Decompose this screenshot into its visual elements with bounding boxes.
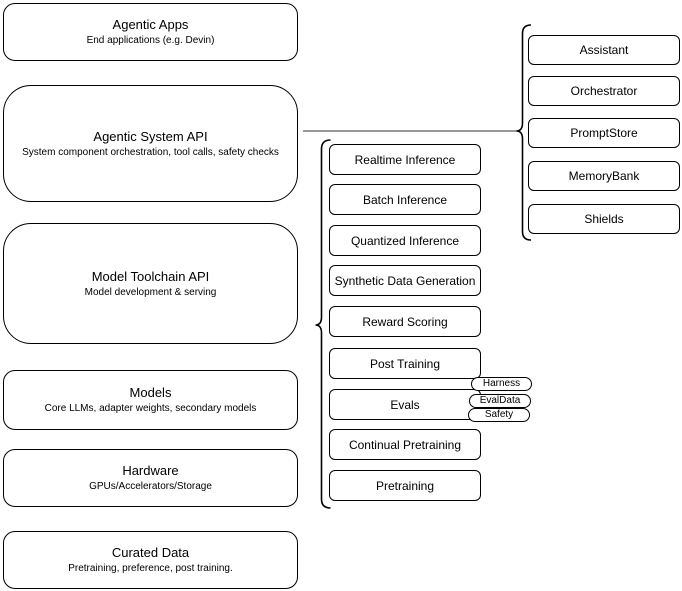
box-realtime-inference: Realtime Inference: [329, 144, 481, 175]
box-pretraining: Pretraining: [329, 470, 481, 501]
box-subtitle: Model development & serving: [84, 286, 217, 298]
box-hardware: Hardware GPUs/Accelerators/Storage: [3, 449, 298, 507]
box-title: Hardware: [122, 463, 179, 478]
box-subtitle: End applications (e.g. Devin): [86, 35, 215, 46]
box-subtitle: GPUs/Accelerators/Storage: [89, 481, 212, 492]
box-agentic-apps: Agentic Apps End applications (e.g. Devi…: [3, 3, 298, 61]
box-continual-pretraining: Continual Pretraining: [329, 429, 481, 460]
box-shields: Shields: [528, 204, 680, 234]
box-assistant: Assistant: [528, 35, 680, 65]
box-subtitle: System component orchestration, tool cal…: [22, 146, 279, 158]
box-title: Model Toolchain API: [91, 268, 210, 284]
box-evals: Evals: [329, 389, 481, 420]
box-model-toolchain-api: Model Toolchain API Model development & …: [3, 223, 298, 344]
box-subtitle: Pretraining, preference, post training.: [68, 563, 233, 574]
box-models: Models Core LLMs, adapter weights, secon…: [3, 370, 298, 430]
tag-safety: Safety: [468, 408, 530, 422]
box-reward-scoring: Reward Scoring: [329, 306, 481, 337]
box-title: Models: [129, 385, 172, 400]
box-post-training: Post Training: [329, 348, 481, 379]
box-title: Agentic System API: [93, 128, 208, 144]
box-subtitle: Core LLMs, adapter weights, secondary mo…: [44, 403, 257, 414]
tag-evaldata: EvalData: [469, 394, 531, 408]
box-synthetic-data-generation: Synthetic Data Generation: [329, 265, 481, 296]
box-agentic-system-api: Agentic System API System component orch…: [3, 85, 298, 202]
box-batch-inference: Batch Inference: [329, 184, 481, 215]
box-memorybank: MemoryBank: [528, 161, 680, 191]
box-title: Curated Data: [111, 545, 190, 560]
box-orchestrator: Orchestrator: [528, 76, 680, 106]
box-quantized-inference: Quantized Inference: [329, 225, 481, 256]
tag-harness: Harness: [471, 377, 532, 391]
box-promptstore: PromptStore: [528, 118, 680, 148]
box-curated-data: Curated Data Pretraining, preference, po…: [3, 531, 298, 589]
box-title: Agentic Apps: [112, 17, 189, 32]
